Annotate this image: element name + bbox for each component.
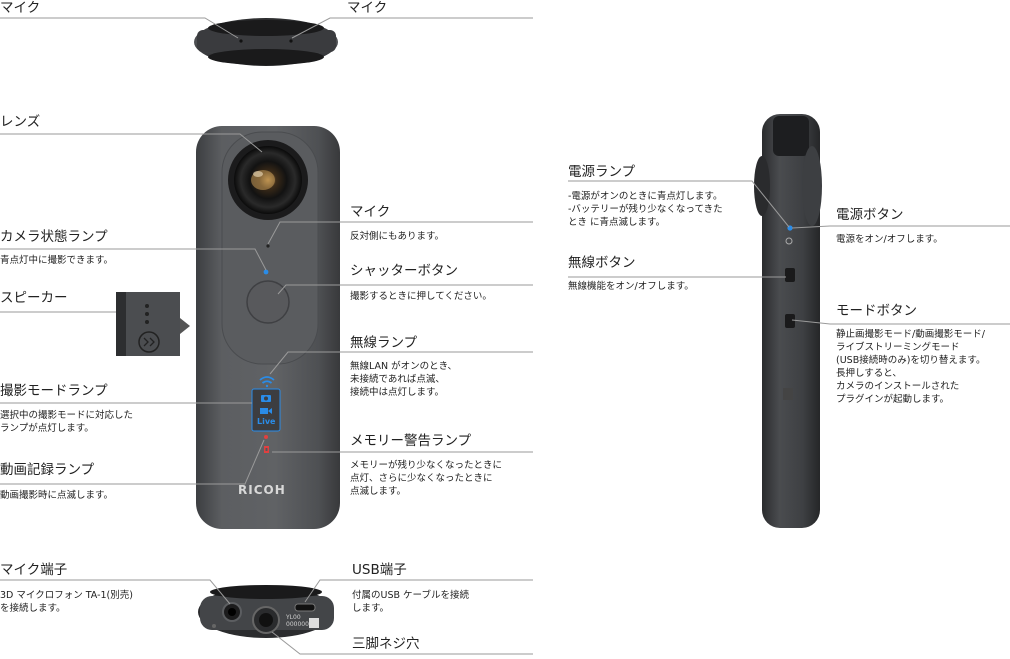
label-shooting-mode-lamp: 撮影モードランプ [0, 383, 108, 399]
leader-lines [0, 17, 1010, 655]
label-usb-terminal: USB端子 [352, 562, 407, 578]
desc-mic: 反対側にもあります。 [350, 231, 445, 242]
still-mode-icon [261, 395, 271, 402]
label-mic-terminal: マイク端子 [0, 562, 68, 578]
desc-wireless-button: 無線機能をオン/オフします。 [568, 281, 694, 292]
label-power-lamp: 電源ランプ [568, 164, 636, 180]
bottom-serial-code: YL00 000000 [286, 614, 309, 628]
desc-video-lamp: 動画撮影時に点滅します。 [0, 490, 114, 501]
wifi-lamp-icon [259, 376, 275, 384]
label-mic-top-left: マイク [0, 0, 41, 16]
desc-power-button: 電源をオン/オフします。 [836, 234, 943, 245]
desc-power-lamp: -電源がオンのときに青点灯します。 -バッテリーが残り少なくなってきた とき に… [568, 191, 723, 228]
desc-memory-lamp: メモリーが残り少なくなったときに 点灯、さらに少なくなったときに 点滅します。 [350, 460, 503, 497]
desc-mic-terminal: 3D マイクロフォン TA-1(別売) を接続します。 [0, 590, 133, 614]
memory-warning-icon [264, 446, 269, 453]
label-video-lamp: 動画記録ランプ [0, 462, 95, 478]
label-speaker: スピーカー [0, 290, 68, 306]
label-memory-lamp: メモリー警告ランプ [350, 433, 472, 449]
speaker-inset [116, 292, 190, 356]
desc-shooting-mode-lamp: 選択中の撮影モードに対応した ランプが点灯します。 [0, 410, 134, 434]
camera-front-view [196, 126, 340, 529]
ricoh-logo: RICOH [238, 483, 286, 497]
label-camera-status-lamp: カメラ状態ランプ [0, 229, 108, 245]
camera-top-view [194, 18, 338, 66]
desc-usb-terminal: 付属のUSB ケーブルを接続 します。 [352, 590, 469, 614]
label-wireless-lamp: 無線ランプ [350, 335, 418, 351]
label-mic: マイク [350, 204, 391, 220]
label-mic-top-right: マイク [347, 0, 388, 16]
camera-bottom-view [198, 585, 334, 638]
desc-mode-button: 静止画撮影モード/動画撮影モード/ ライブストリーミングモード (USB接続時の… [836, 329, 986, 405]
desc-camera-status-lamp: 青点灯中に撮影できます。 [0, 255, 114, 266]
video-mode-icon [260, 408, 272, 414]
desc-wireless-lamp: 無線LAN がオンのとき、 未接続であれば点滅、 接続中は点灯します。 [350, 361, 457, 398]
label-mode-button: モードボタン [836, 303, 917, 319]
label-wireless-button: 無線ボタン [568, 255, 636, 271]
camera-side-view [754, 114, 822, 528]
label-lens: レンズ [0, 114, 41, 130]
label-shutter-button: シャッターボタン [350, 263, 458, 279]
desc-shutter-button: 撮影するときに押してください。 [350, 291, 492, 302]
label-power-button: 電源ボタン [836, 207, 904, 223]
live-mode-label: Live [257, 417, 276, 426]
label-tripod-socket: 三脚ネジ穴 [352, 636, 420, 652]
